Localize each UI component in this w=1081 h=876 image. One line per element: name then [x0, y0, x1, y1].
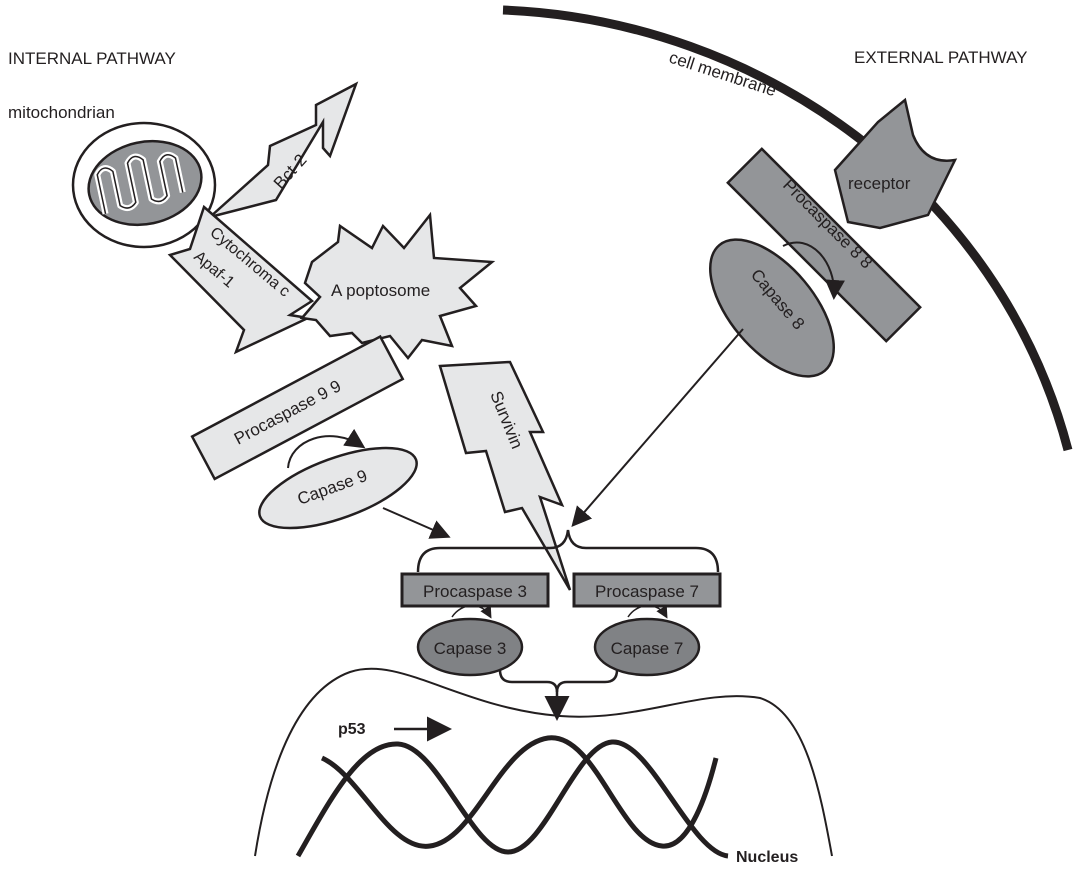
apoptosome-label: A poptosome: [331, 281, 430, 300]
procaspase8-activation-arrow: [782, 241, 845, 300]
capase8-to-procaspase37-arrow: [571, 328, 744, 528]
procaspase9-box: [190, 334, 405, 481]
apoptosome-starburst: [299, 211, 496, 361]
procaspase37-brace: [416, 529, 720, 573]
nucleus-envelope: [254, 667, 833, 857]
procaspase3-label: Procaspase 3: [423, 582, 527, 601]
p53-label: p53: [338, 721, 366, 738]
bcl2-bolt: [209, 81, 359, 219]
receptor-shape: [833, 97, 958, 230]
capase9-ellipse: [258, 446, 418, 530]
procaspase7-activation-arrow: [627, 604, 668, 619]
capase8-ellipse: [708, 238, 836, 378]
cytochrome-c-apaf1-arrow: [167, 204, 315, 355]
capase37-to-nucleus-bracket: [498, 669, 619, 693]
procaspase9-activation-arrow: [287, 428, 366, 469]
dna-strand-1: [320, 735, 719, 849]
procaspase7-label: Procaspase 7: [595, 582, 699, 601]
survivin-bolt: [438, 360, 572, 591]
external-pathway-heading: EXTERNAL PATHWAY: [854, 48, 1028, 67]
capase9-to-procaspase3-arrow: [382, 507, 451, 539]
capase7-ellipse: [593, 617, 701, 677]
procaspase8-box: [726, 147, 922, 343]
receptor-label: receptor: [848, 174, 911, 193]
mitochondrion-organelle: [87, 139, 203, 227]
cell-membrane: [502, 5, 1073, 452]
capase3-label: Capase 3: [434, 639, 507, 658]
mitochondrian-label: mitochondrian: [8, 103, 115, 122]
capase7-label: Capase 7: [611, 639, 684, 658]
procaspase3-activation-arrow: [451, 604, 492, 619]
capase3-ellipse: [416, 617, 524, 677]
internal-pathway-heading: INTERNAL PATHWAY: [8, 49, 176, 68]
dna-strand-2: [295, 739, 729, 859]
nucleus-label: Nucleus: [736, 849, 798, 866]
